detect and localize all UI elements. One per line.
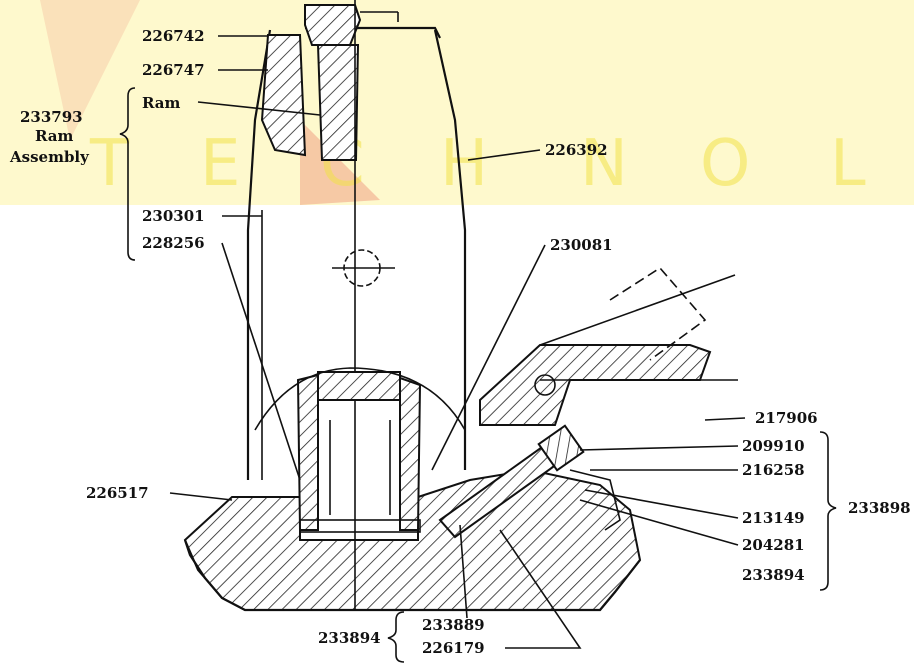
leader-226179 [499, 529, 582, 649]
label-228256: 228256 [142, 234, 205, 252]
center-mark [332, 249, 395, 287]
label-233898: 233898 [848, 499, 911, 517]
label-asm-assembly: Assembly [9, 148, 90, 166]
ram-body-left [260, 34, 307, 157]
watermark-logo [40, 0, 140, 140]
leader-213149 [584, 489, 739, 519]
label-asm-ram: Ram [35, 127, 74, 145]
leader-217906 [704, 417, 746, 421]
cylinder-cap [317, 371, 401, 401]
watermark-letter-h: H [440, 127, 488, 201]
watermark-band [0, 0, 914, 205]
cylinder-seat [299, 519, 421, 533]
leader-226392 [467, 149, 541, 161]
label-ram: Ram [142, 94, 181, 112]
watermark-letter-l: L [830, 127, 866, 201]
brace-ram-assembly [119, 87, 136, 261]
leader-228256 [221, 242, 301, 481]
leader-233889 [459, 524, 468, 619]
label-217906: 217906 [755, 409, 818, 427]
label-233894-left: 233894 [318, 629, 381, 647]
lever-socket-body [479, 344, 712, 426]
label-204281: 204281 [742, 536, 805, 554]
braces [119, 87, 837, 663]
reservoir-left-wall [246, 29, 272, 480]
ram-body-right [316, 44, 360, 161]
leader-lines [169, 35, 746, 649]
label-230301: 230301 [142, 207, 205, 225]
watermark-logo-mark [300, 120, 380, 205]
reservoir-shell [246, 26, 467, 480]
part-labels: 226742 226747 Ram 233793 Ram Assembly 22… [9, 27, 911, 657]
label-226179: 226179 [422, 639, 485, 657]
watermark-letter-o: O [700, 127, 750, 201]
watermark-letter-t: T [89, 127, 130, 201]
watermark-letter-e: E [200, 127, 240, 201]
label-asm-number: 233793 [20, 108, 83, 126]
lever-socket [479, 266, 738, 426]
label-213149: 213149 [742, 509, 805, 527]
label-226517: 226517 [86, 484, 149, 502]
leader-230081 [431, 244, 546, 471]
watermark-letter-n: N [580, 127, 628, 201]
pump-plunger [438, 424, 621, 539]
label-226742: 226742 [142, 27, 205, 45]
watermark: T E C H N O L [0, 0, 914, 205]
ram-head [304, 4, 362, 46]
ram-assembly [260, 0, 399, 610]
leader-204281 [579, 499, 739, 546]
label-209910: 209910 [742, 437, 805, 455]
label-233894-right: 233894 [742, 566, 805, 584]
label-226747: 226747 [142, 61, 205, 79]
plunger-bracket [569, 469, 621, 531]
cylinder-block [254, 367, 466, 533]
brace-233898 [819, 431, 837, 591]
label-216258: 216258 [742, 461, 805, 479]
lever-line-1 [539, 274, 736, 346]
leader-226517 [169, 492, 233, 501]
label-230081: 230081 [550, 236, 613, 254]
leader-ram [197, 101, 321, 116]
reservoir-right-wall [433, 29, 467, 470]
cylinder-left-wall [296, 373, 319, 531]
lever-pivot [534, 374, 556, 396]
brace-233894-left [387, 611, 405, 663]
label-226392: 226392 [545, 141, 608, 159]
leader-209910 [579, 445, 739, 451]
plunger-head [537, 424, 585, 472]
base-casting-outline [183, 539, 641, 612]
cylinder-right-wall [399, 376, 422, 531]
label-233889: 233889 [422, 616, 485, 634]
cylinder-dome [254, 367, 466, 431]
